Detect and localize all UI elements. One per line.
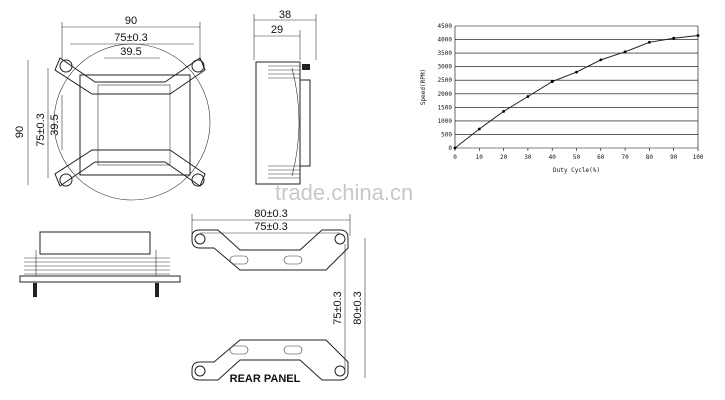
chart-x-tick-label: 80 — [646, 154, 654, 161]
chart-y-tick-label: 3000 — [438, 64, 453, 71]
chart-x-tick-label: 10 — [476, 154, 484, 161]
rear-panel-label: REAR PANEL — [230, 373, 301, 385]
side-depth-overall: 38 — [279, 9, 291, 21]
chart-point — [696, 34, 700, 37]
chart-point — [526, 95, 530, 98]
chart-x-tick-label: 0 — [453, 154, 457, 161]
chart-x-tick-label: 40 — [549, 154, 557, 161]
chart-y-tick-label: 1000 — [438, 118, 453, 125]
chart-point — [672, 36, 676, 40]
chart-point — [502, 110, 505, 113]
bracket-height-outer: 80±0.3 — [352, 291, 364, 325]
chart-y-tick-label: 4500 — [438, 23, 453, 30]
chart-point — [575, 70, 578, 74]
chart-grid — [454, 25, 699, 149]
chart-x-ticks: 0 10 20 30 40 50 60 70 80 90 100 — [453, 148, 704, 161]
side-depth-fan: 29 — [271, 24, 283, 36]
speed-duty-chart: 0 500 1000 1500 2000 2500 3000 3500 4000 4500 0 10… — [420, 23, 704, 174]
bracket-width-outer: 80±0.3 — [254, 208, 288, 220]
chart-point — [623, 50, 627, 54]
chart-x-tick-label: 70 — [621, 154, 629, 161]
chart-x-tick-label: 100 — [693, 154, 704, 161]
rear-panel-bracket: 80±0.3 75±0.3 75±0.3 80±0.3 REAR PANEL — [191, 208, 366, 385]
chart-point — [648, 40, 651, 44]
chart-point — [477, 127, 481, 131]
chart-series-line — [454, 35, 699, 149]
top-height-holes: 75±0.3 — [35, 113, 47, 147]
chart-x-tick-label: 20 — [500, 154, 508, 161]
chart-y-tick-label: 500 — [441, 131, 452, 138]
watermark-text: trade.china.cn — [275, 180, 413, 205]
chart-x-label: Duty Cycle(%) — [553, 167, 600, 174]
chart-y-label: Speed(RPM) — [420, 69, 427, 105]
chart-y-tick-label: 2000 — [438, 91, 453, 98]
chart-x-tick-label: 60 — [597, 154, 605, 161]
side-view: 38 29 — [253, 9, 317, 185]
chart-point — [550, 80, 554, 83]
top-width-inner: 39.5 — [120, 46, 141, 58]
chart-x-tick-label: 30 — [524, 154, 532, 161]
chart-x-tick-label: 90 — [670, 154, 678, 161]
bracket-width-holes: 75±0.3 — [254, 221, 288, 233]
chart-y-tick-label: 3500 — [438, 50, 453, 57]
chart-y-tick-label: 0 — [448, 145, 452, 152]
chart-y-tick-label: 1500 — [438, 104, 453, 111]
top-width-overall: 90 — [125, 15, 137, 27]
front-profile-view — [19, 231, 181, 297]
bracket-height-holes: 75±0.3 — [332, 291, 344, 325]
chart-y-tick-label: 4000 — [438, 37, 453, 44]
chart-point — [599, 58, 603, 62]
top-view: 90 75±0.3 39.5 90 75±0.3 39.5 — [14, 15, 211, 201]
top-height-overall: 90 — [14, 126, 26, 138]
top-width-holes: 75±0.3 — [114, 32, 148, 44]
chart-y-tick-label: 2500 — [438, 77, 453, 84]
chart-x-tick-label: 50 — [573, 154, 581, 161]
chart-points — [453, 34, 700, 150]
chart-y-ticks: 0 500 1000 1500 2000 2500 3000 3500 4000 4500 — [438, 23, 453, 152]
chart-point — [453, 146, 457, 150]
top-height-inner: 39.5 — [49, 114, 61, 135]
